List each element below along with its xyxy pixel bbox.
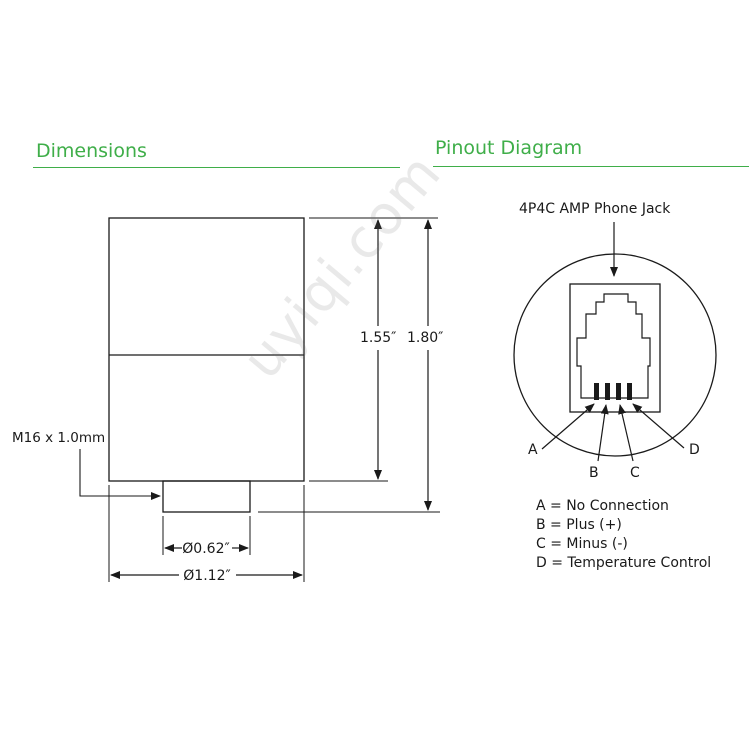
total-height-dimension: 1.80″ [407, 219, 443, 511]
thread-callout: M16 x 1.0mm [12, 430, 161, 500]
dimensions-title: Dimensions [36, 140, 147, 162]
sensor-outline [108, 217, 305, 513]
jack-contacts [594, 383, 632, 400]
dimensions-divider [33, 167, 400, 168]
pin-label-d: D [689, 442, 700, 458]
body-height-label: 1.55″ [360, 330, 396, 346]
jack-label: 4P4C AMP Phone Jack [519, 201, 671, 217]
legend-item: A = No Connection [536, 498, 669, 514]
legend-item: B = Plus (+) [536, 517, 622, 533]
contact-c [616, 383, 621, 400]
pin-legend: A = No Connection B = Plus (+) C = Minus… [536, 498, 711, 571]
jack-socket [576, 293, 651, 399]
body-height-dimension: 1.55″ [360, 219, 396, 480]
contact-d [627, 383, 632, 400]
pinout-divider [433, 166, 749, 167]
pin-label-b: B [589, 465, 599, 481]
thread-stub [162, 480, 251, 513]
legend-item: D = Temperature Control [536, 555, 711, 571]
pin-leaders [541, 403, 685, 462]
extension-lines [108, 217, 440, 582]
thread-label: M16 x 1.0mm [12, 430, 105, 446]
jack-housing [569, 283, 661, 413]
pin-label-c: C [630, 465, 640, 481]
contact-b [605, 383, 610, 400]
sensor-face [513, 253, 717, 457]
legend-item: C = Minus (-) [536, 536, 628, 552]
thread-diameter-dimension: Ø0.62″ [164, 541, 249, 557]
pinout-title: Pinout Diagram [435, 137, 583, 159]
thread-diameter-label: Ø0.62″ [182, 541, 229, 557]
pin-label-a: A [528, 442, 538, 458]
total-height-label: 1.80″ [407, 330, 443, 346]
body-diameter-dimension: Ø1.12″ [110, 568, 303, 584]
contact-a [594, 383, 599, 400]
body-diameter-label: Ø1.12″ [183, 568, 230, 584]
